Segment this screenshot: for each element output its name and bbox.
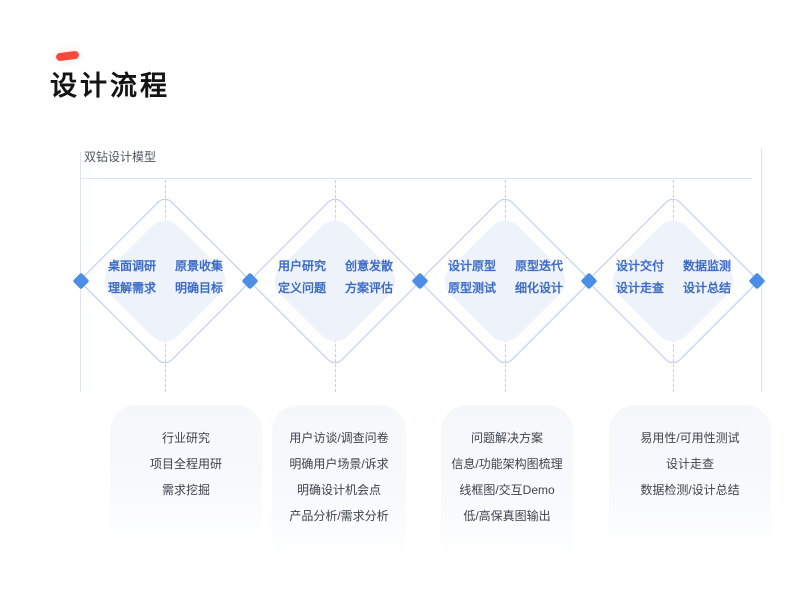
card-item: 低/高保真图输出 (463, 508, 551, 523)
frame-top-line (80, 178, 752, 179)
card-item: 易用性/可用性测试 (640, 430, 740, 445)
detail-card-2: 用户访谈/调查问卷 明确用户场景/诉求 明确设计机会点 产品分析/需求分析 (272, 405, 406, 563)
stage-1-right-label: 原景收集 明确目标 (174, 259, 224, 295)
card-item: 设计走查 (665, 456, 714, 471)
frame-left-line (80, 152, 81, 392)
card-item: 信息/功能架构图梳理 (451, 456, 563, 471)
card-item: 用户访谈/调查问卷 (289, 430, 389, 445)
page-title: 设计流程 (50, 71, 170, 101)
stage-2-right-label: 创意发散 方案评估 (344, 259, 394, 295)
card-item: 产品分析/需求分析 (289, 508, 389, 523)
card-item: 问题解决方案 (470, 430, 543, 445)
stage-3-left-label: 设计原型 原型测试 (447, 259, 497, 295)
detail-card-1: 行业研究 项目全程用研 需求挖掘 (110, 405, 262, 547)
stage-2-left-label: 用户研究 定义问题 (277, 259, 327, 295)
stage-4-left-label: 设计交付 设计走查 (615, 259, 665, 295)
card-item: 明确设计机会点 (296, 482, 381, 497)
detail-card-4: 易用性/可用性测试 设计走查 数据检测/设计总结 (609, 405, 771, 553)
card-item: 线框图/交互Demo (459, 482, 555, 497)
card-item: 项目全程用研 (149, 456, 222, 471)
stage-3-right-label: 原型迭代 细化设计 (514, 259, 564, 295)
frame-right-line (761, 148, 762, 392)
stage-1-left-label: 桌面调研 理解需求 (107, 259, 157, 295)
card-item: 需求挖掘 (161, 482, 210, 497)
card-item: 数据检测/设计总结 (640, 482, 740, 497)
stage-4-right-label: 数据监测 设计总结 (682, 259, 732, 295)
card-item: 行业研究 (161, 430, 210, 445)
detail-card-3: 问题解决方案 信息/功能架构图梳理 线框图/交互Demo 低/高保真图输出 (441, 405, 573, 563)
diagram-label: 双钻设计模型 (84, 150, 157, 164)
card-item: 明确用户场景/诉求 (289, 456, 389, 471)
